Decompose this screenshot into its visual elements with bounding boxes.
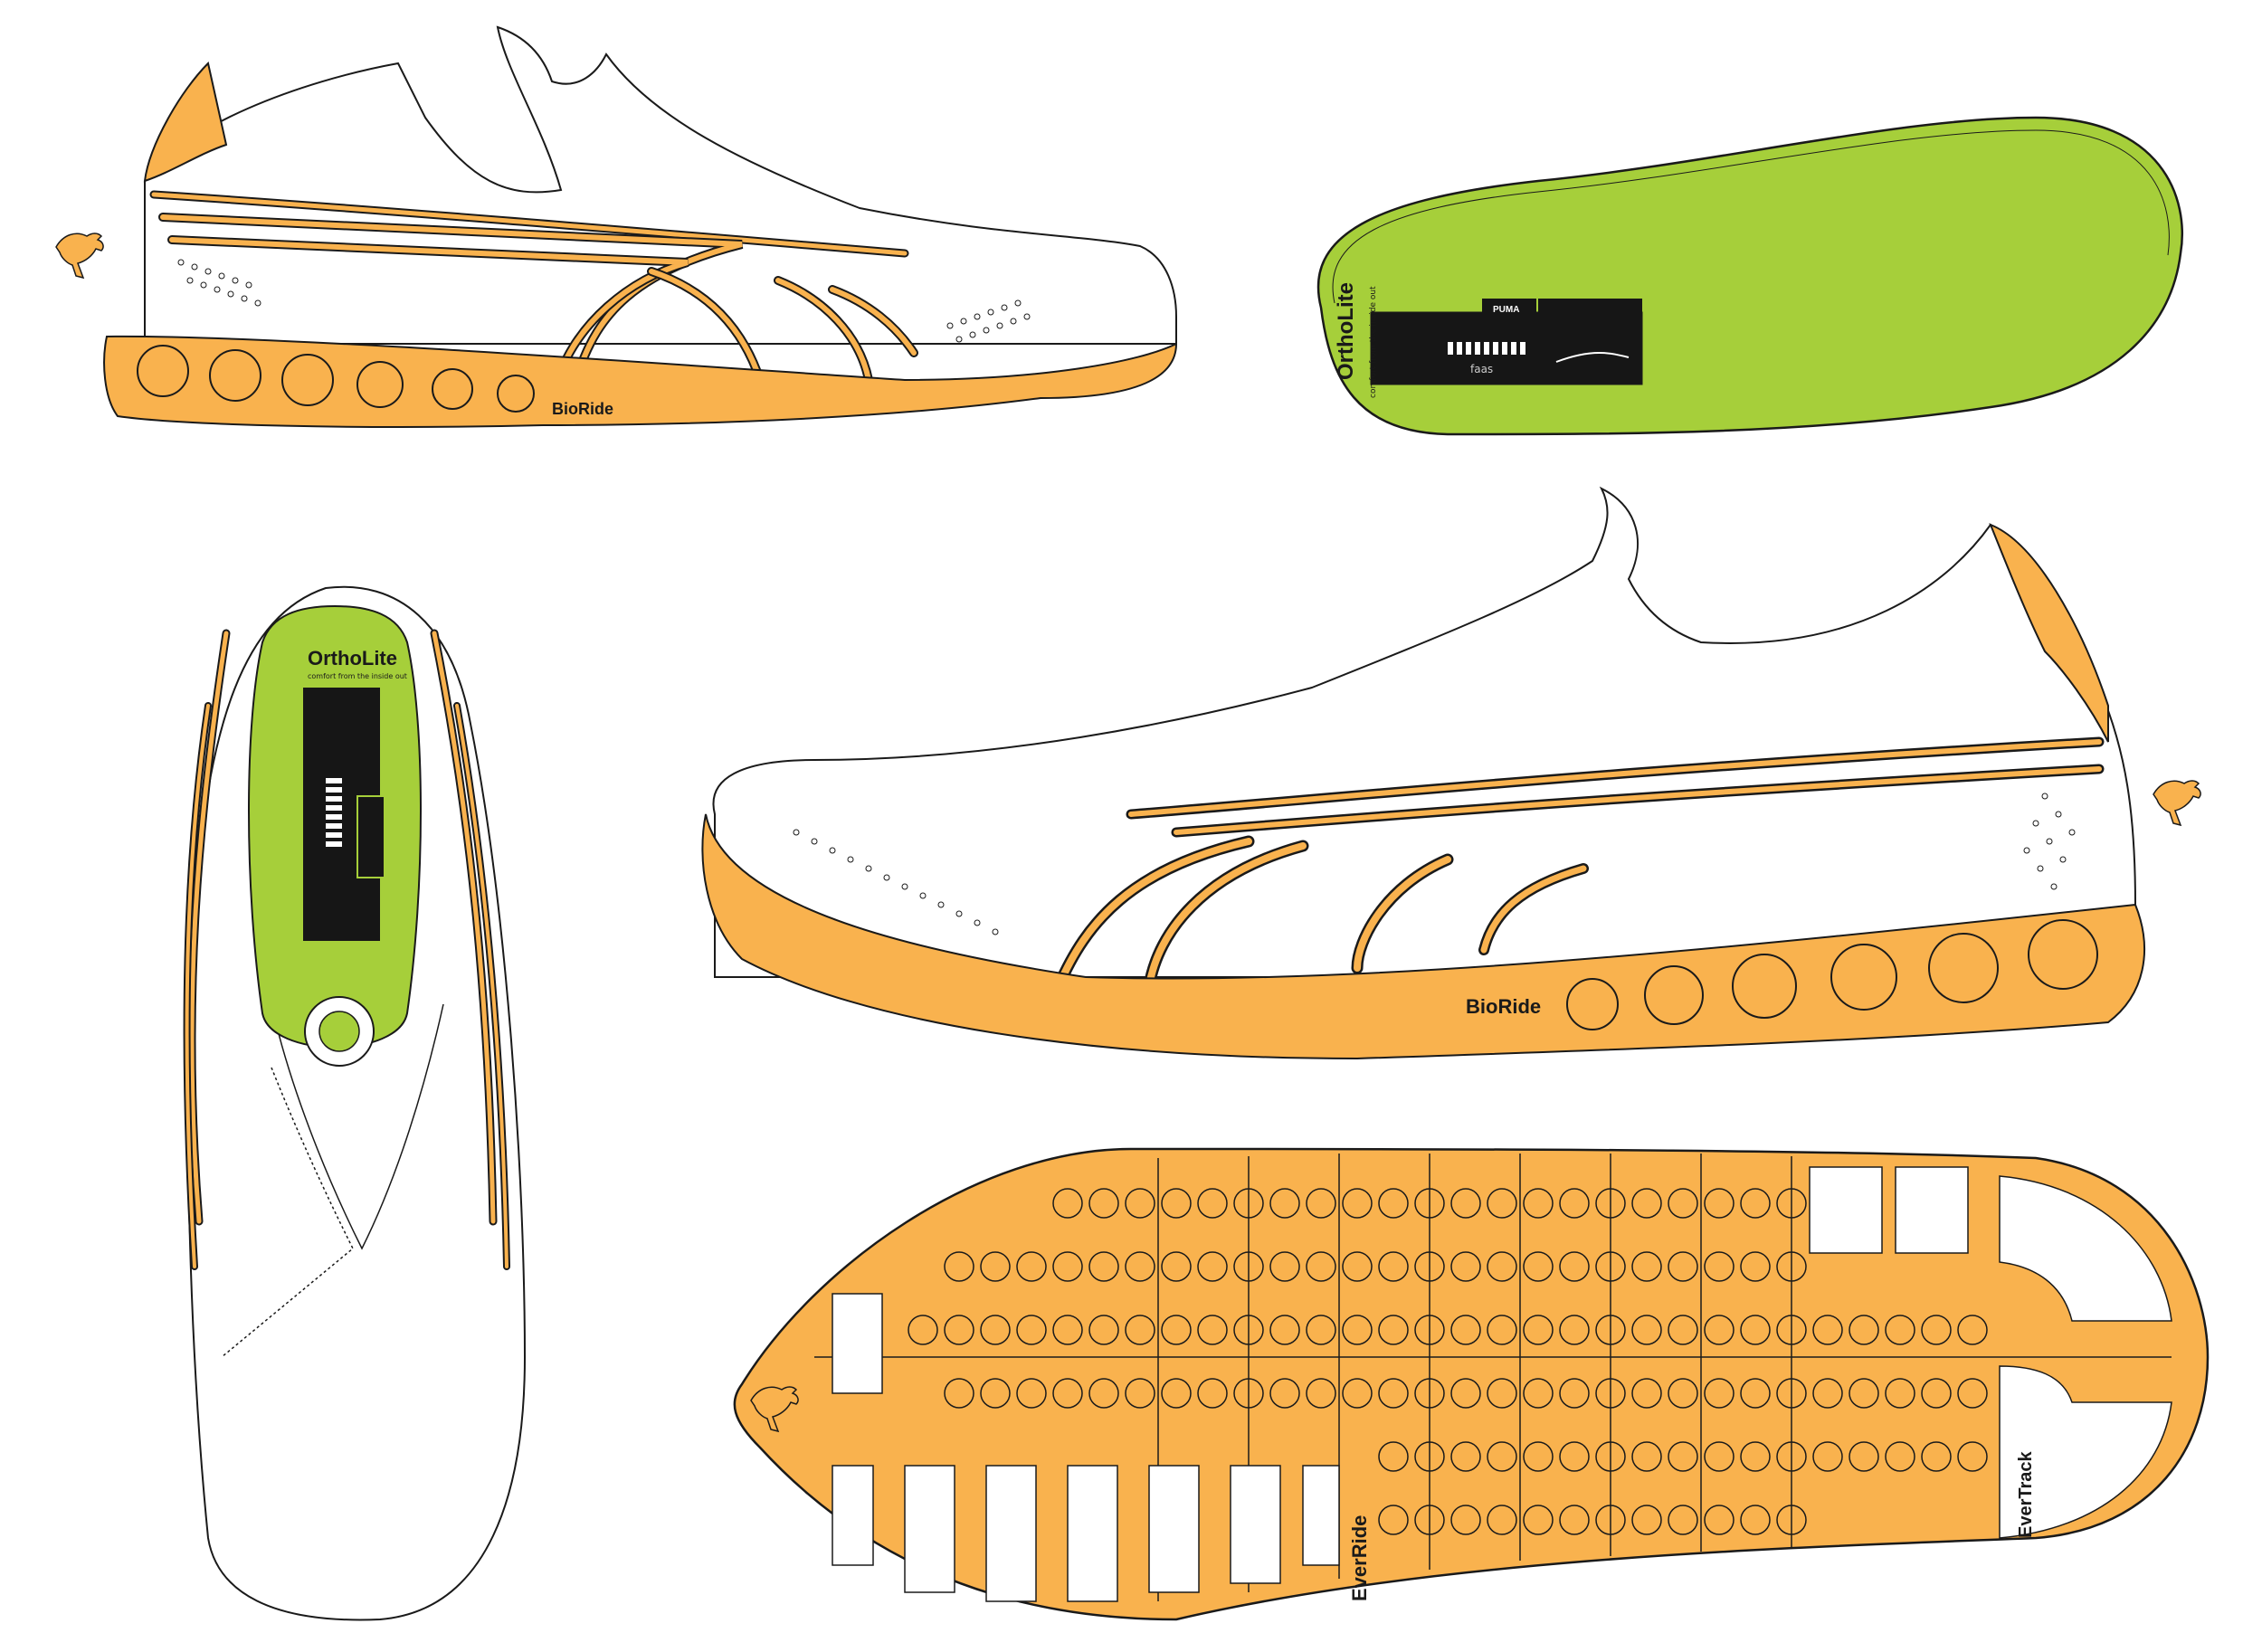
outsole-flex-slats	[832, 1293, 1340, 1602]
upper-outline-large	[712, 486, 2136, 978]
sole-brand-label-large: BioRide	[1466, 995, 1541, 1018]
outsole-view: EverRide EverTrack	[733, 1147, 2210, 1621]
insole-outline	[1316, 116, 2184, 436]
side-view-small: BioRide	[55, 25, 1178, 428]
cushion-pods	[137, 345, 535, 413]
midsole	[103, 335, 1178, 428]
outsole-label-forefoot: EverRide	[1348, 1515, 1371, 1601]
insole-sub-brand: faas	[1470, 363, 1493, 375]
top-view: OrthoLite comfort from the inside out	[183, 585, 527, 1621]
side-view-large: BioRide	[701, 486, 2201, 1060]
sole-brand-label: BioRide	[552, 400, 613, 418]
perforations	[177, 259, 1031, 343]
puma-cat-icon-large	[2153, 780, 2201, 826]
cushion-pods-large	[1566, 919, 2098, 1030]
upper-outline	[144, 25, 1177, 345]
insole-bar-graphic	[1448, 342, 1525, 355]
outsole-label-heel: EverTrack	[2016, 1450, 2036, 1538]
perforations-large	[793, 793, 2076, 935]
heel-tab-large	[1989, 523, 2109, 743]
formstrip	[149, 190, 918, 385]
insole-tagline: comfort from the inside out	[1369, 286, 1378, 398]
puma-cat-icon	[55, 233, 104, 279]
outsole-heel-pads	[1809, 1166, 2172, 1539]
top-brand: OrthoLite	[308, 647, 397, 669]
top-side-stripes	[183, 629, 510, 1270]
insole-view: OrthoLite comfort from the inside out PU…	[1316, 116, 2184, 436]
insole-logo-text: PUMA	[1493, 305, 1519, 315]
heel-tab	[143, 62, 228, 183]
outsole-outline	[733, 1147, 2210, 1621]
formstrip-large	[1052, 736, 2105, 992]
insole-brand: OrthoLite	[1334, 282, 1358, 380]
top-tagline: comfort from the inside out	[308, 672, 407, 680]
